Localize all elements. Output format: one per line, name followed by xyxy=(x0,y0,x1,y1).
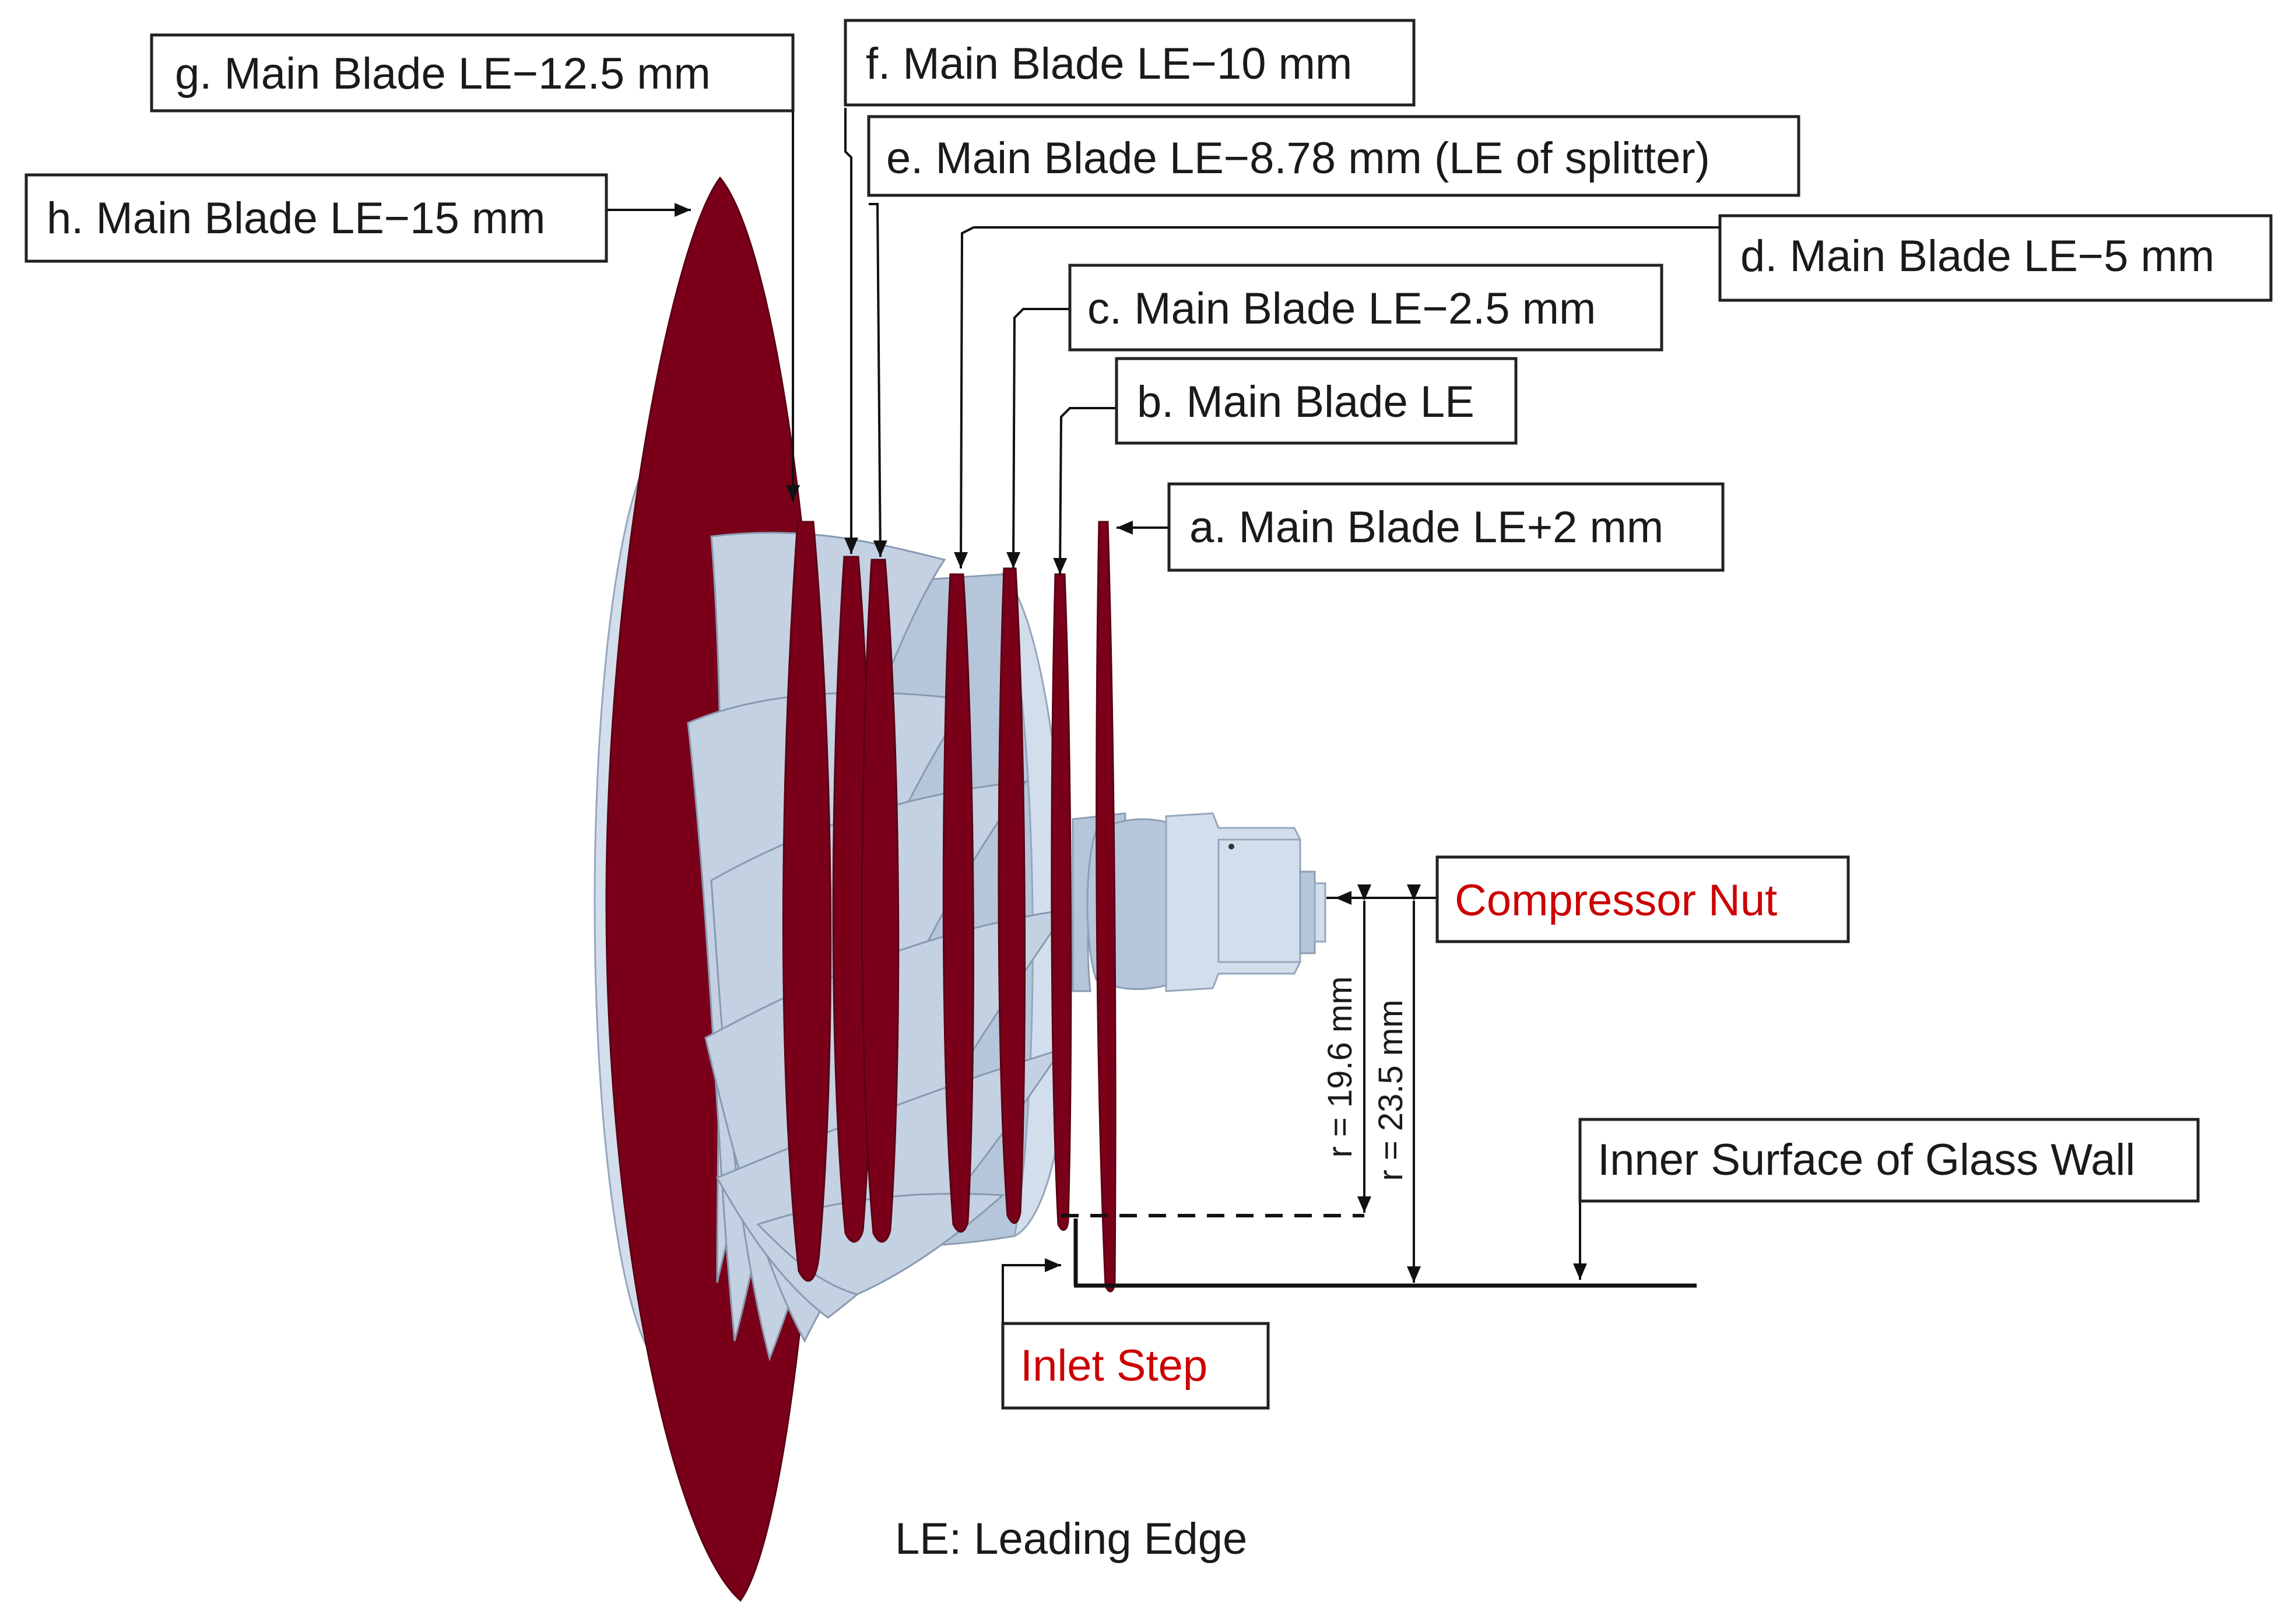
label-a: a. Main Blade LE+2 mm xyxy=(1167,482,1725,572)
label-h: h. Main Blade LE−15 mm xyxy=(24,173,608,263)
label-compressor-nut: Compressor Nut xyxy=(1435,855,1850,943)
svg-text:c. Main Blade LE−2.5 mm: c. Main Blade LE−2.5 mm xyxy=(1087,284,1596,333)
cutting-planes xyxy=(782,521,1117,1293)
legend-text: LE: Leading Edge xyxy=(895,1514,1247,1564)
plane-d xyxy=(942,573,974,1233)
label-inlet-step: Inlet Step xyxy=(1001,1322,1270,1410)
svg-text:h. Main Blade LE−15 mm: h. Main Blade LE−15 mm xyxy=(47,194,545,243)
label-c: c. Main Blade LE−2.5 mm xyxy=(1068,264,1663,352)
svg-text:f. Main Blade LE−10 mm: f. Main Blade LE−10 mm xyxy=(866,39,1352,89)
svg-text:d. Main Blade LE−5 mm: d. Main Blade LE−5 mm xyxy=(1740,231,2214,281)
plane-g xyxy=(782,521,832,1282)
label-g: g. Main Blade LE−12.5 mm xyxy=(150,33,795,113)
svg-text:e. Main Blade LE−8.78 mm (LE o: e. Main Blade LE−8.78 mm (LE of splitter… xyxy=(886,134,1710,183)
label-b: b. Main Blade LE xyxy=(1115,357,1518,445)
svg-text:a. Main Blade LE+2 mm: a. Main Blade LE+2 mm xyxy=(1189,503,1663,552)
svg-text:Inlet Step: Inlet Step xyxy=(1020,1341,1207,1391)
dim-r-inner: r = 19.6 mm xyxy=(1321,976,1359,1157)
svg-text:g. Main Blade LE−12.5 mm: g. Main Blade LE−12.5 mm xyxy=(175,49,711,99)
svg-text:Inner Surface of Glass Wall: Inner Surface of Glass Wall xyxy=(1598,1135,2135,1185)
svg-text:Compressor Nut: Compressor Nut xyxy=(1455,876,1777,925)
glass-wall-geometry xyxy=(1061,1214,1697,1288)
dimension-lines: r = 19.6 mm r = 23.5 mm xyxy=(1321,884,1423,1283)
plane-e xyxy=(861,559,900,1243)
plane-a xyxy=(1096,521,1117,1293)
leader-lines xyxy=(606,108,1720,1326)
label-e: e. Main Blade LE−8.78 mm (LE of splitter… xyxy=(867,115,1800,197)
plane-c xyxy=(998,567,1026,1224)
label-d: d. Main Blade LE−5 mm xyxy=(1718,214,2273,302)
dim-r-outer: r = 23.5 mm xyxy=(1372,999,1410,1181)
label-glass-wall: Inner Surface of Glass Wall xyxy=(1578,1118,2200,1203)
plane-b xyxy=(1051,573,1072,1231)
label-f: f. Main Blade LE−10 mm xyxy=(844,19,1416,107)
svg-text:b. Main Blade LE: b. Main Blade LE xyxy=(1137,377,1475,427)
